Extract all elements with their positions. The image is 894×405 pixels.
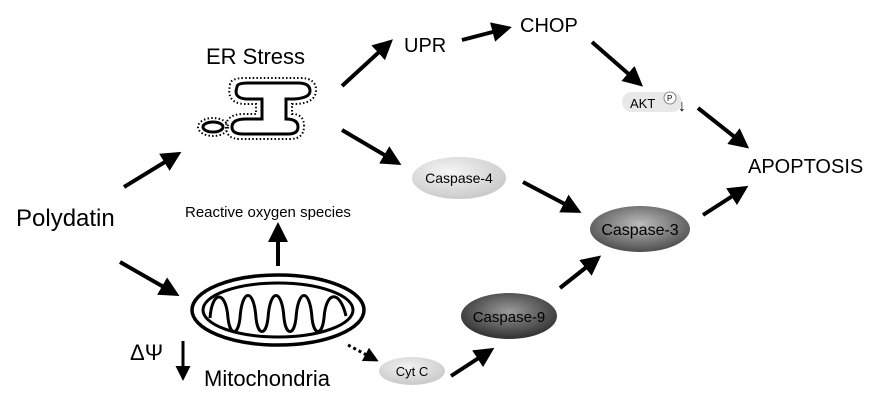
polydatin-label: Polydatin: [16, 205, 115, 232]
caspase9-node: [461, 293, 557, 339]
akt-down-arrow: ↓: [678, 98, 686, 115]
caspase9-label: Caspase-9: [473, 309, 546, 326]
arrow-caspase3-apoptosis: [701, 185, 749, 217]
caspase4-node: [412, 157, 506, 199]
mitochondria-label: Mitochondria: [204, 366, 331, 391]
arrow-er-upr: [340, 39, 393, 88]
akt-label: AKT: [630, 96, 655, 111]
arrow-caspase9-caspase3: [558, 255, 602, 290]
arrows: [119, 22, 750, 381]
chop-label: CHOP: [520, 15, 578, 37]
caspase4-label: Caspase-4: [425, 170, 493, 186]
er-stress-label: ER Stress: [206, 44, 305, 69]
cytc-label: Cyt C: [396, 364, 429, 379]
apoptosis-label: APOPTOSIS: [748, 156, 863, 178]
caspase3-node: [590, 206, 690, 252]
arrow-polydatin-er: [122, 151, 182, 189]
ros-label: Reactive oxygen species: [185, 204, 351, 221]
mitochondria-icon: [190, 273, 366, 347]
arrow-akt-apoptosis: [696, 106, 750, 149]
akt-phospho-badge: [663, 91, 677, 105]
er-stress-icon: [197, 77, 318, 140]
arrow-caspase4-caspase3: [522, 180, 582, 213]
arrow-chop-akt: [590, 40, 644, 87]
arrow-mito-cytc-dotted: [347, 343, 379, 362]
arrow-upr-chop: [461, 22, 512, 42]
delta-psi-label: ΔΨ: [130, 340, 163, 365]
arrow-cytc-caspase9: [449, 347, 495, 378]
upr-label: UPR: [404, 35, 446, 57]
arrow-er-caspase4: [340, 128, 402, 166]
akt-phospho-label: P: [667, 94, 672, 103]
caspase3-label: Caspase-3: [601, 222, 678, 239]
cytc-node: [379, 357, 445, 385]
arrow-polydatin-mito: [119, 260, 180, 296]
